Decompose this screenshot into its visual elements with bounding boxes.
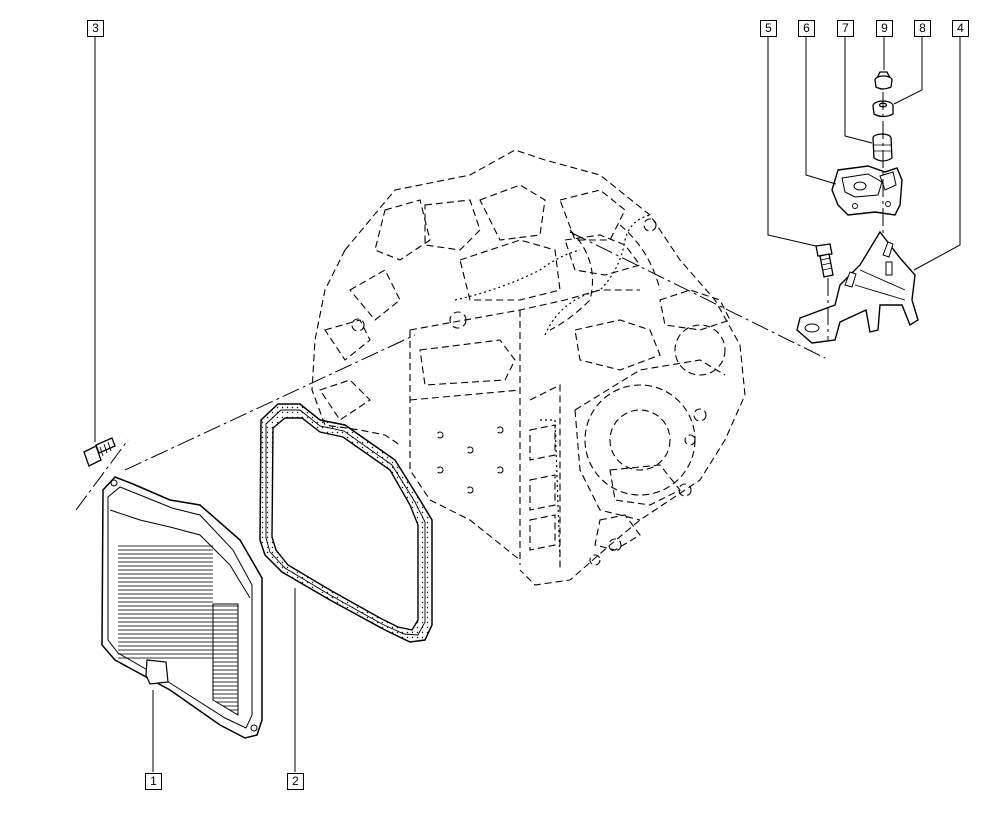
part-4-bracket [797, 232, 918, 343]
callout-8: 8 [914, 20, 931, 37]
callout-5: 5 [760, 20, 777, 37]
callout-7: 7 [837, 20, 854, 37]
callout-9-label: 9 [881, 21, 888, 35]
callout-2-label: 2 [292, 774, 299, 788]
part-3-screw [84, 438, 115, 466]
part-9-cap [875, 72, 892, 89]
part-5-bolt [816, 244, 833, 277]
callout-3-label: 3 [92, 21, 99, 35]
part-2-gasket [260, 404, 432, 642]
transmission-housing [312, 150, 745, 585]
callout-7-label: 7 [842, 21, 849, 35]
callout-6-label: 6 [803, 21, 810, 35]
callout-9: 9 [876, 20, 893, 37]
callout-1-label: 1 [150, 774, 157, 788]
callout-6: 6 [798, 20, 815, 37]
wiring-harness [455, 215, 650, 560]
part-6-clip-plate [832, 166, 902, 215]
callout-4: 4 [952, 20, 969, 37]
callout-3: 3 [87, 20, 104, 37]
callout-2: 2 [287, 773, 304, 790]
part-7-bushing [873, 134, 892, 161]
assembly-axes [76, 92, 883, 510]
callout-5-label: 5 [765, 21, 772, 35]
part-1-cover [102, 477, 262, 738]
leader-lines [95, 36, 960, 772]
callout-8-label: 8 [919, 21, 926, 35]
callout-1: 1 [145, 773, 162, 790]
callout-4-label: 4 [957, 21, 964, 35]
